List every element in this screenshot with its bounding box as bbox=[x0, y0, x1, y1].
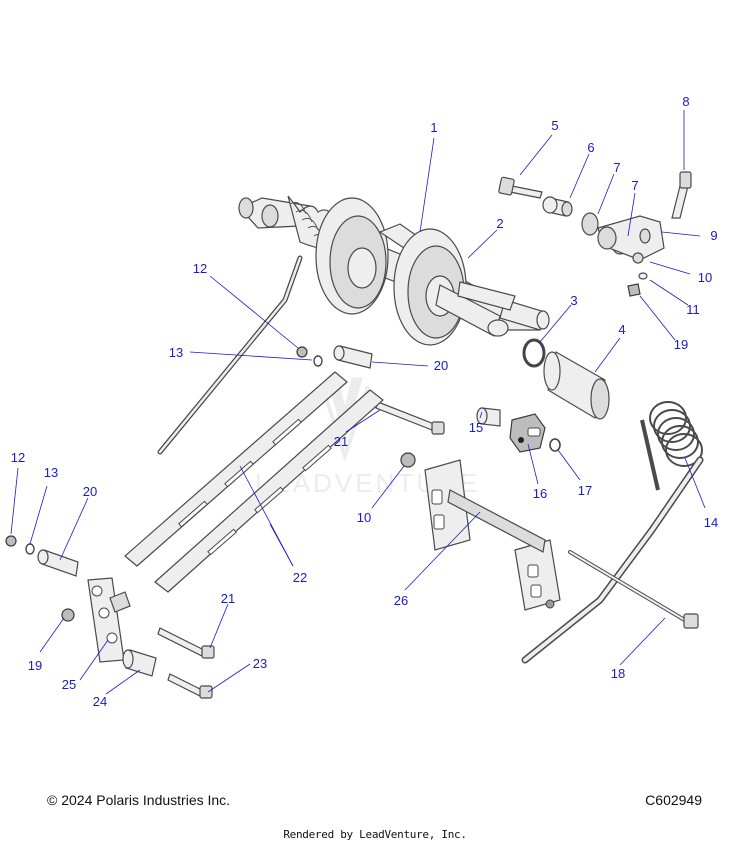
part-shapes bbox=[5, 171, 704, 699]
frame-26 bbox=[424, 459, 561, 611]
callout-17: 17 bbox=[578, 483, 592, 498]
callout-6: 6 bbox=[587, 140, 594, 155]
callout-26: 26 bbox=[394, 593, 408, 608]
spring-14 bbox=[521, 401, 704, 664]
callout-20-lower: 20 bbox=[83, 484, 97, 499]
bracket-16 bbox=[509, 413, 546, 453]
callout-3: 3 bbox=[570, 293, 577, 308]
callout-18: 18 bbox=[611, 666, 625, 681]
spacer-20-lower bbox=[37, 549, 79, 577]
bolt-23 bbox=[167, 673, 213, 699]
nut-19-lower bbox=[61, 608, 75, 622]
nut-10-upper bbox=[632, 252, 644, 264]
link-25 bbox=[87, 577, 131, 663]
callout-21-lower: 21 bbox=[221, 591, 235, 606]
nut-19-upper bbox=[627, 283, 641, 297]
spacer-6 bbox=[542, 196, 573, 217]
washer-11 bbox=[638, 272, 648, 280]
rendered-by-credit: Rendered by LeadVenture, Inc. bbox=[283, 828, 467, 841]
diagram-code: C602949 bbox=[645, 792, 702, 808]
pivot-block-9 bbox=[597, 215, 665, 261]
callout-22: 22 bbox=[293, 570, 307, 585]
callout-12-lower: 12 bbox=[11, 450, 25, 465]
callout-16: 16 bbox=[533, 486, 547, 501]
callout-12-upper: 12 bbox=[193, 261, 207, 276]
bushing-7a bbox=[581, 212, 599, 236]
callout-10-upper: 10 bbox=[698, 270, 712, 285]
callout-7b: 7 bbox=[631, 178, 638, 193]
callout-9: 9 bbox=[710, 228, 717, 243]
spacer-15 bbox=[476, 407, 501, 427]
axle-assembly bbox=[238, 195, 550, 346]
callout-labels: 1 2 3 4 5 6 7 7 8 9 10 11 19 12 13 20 21… bbox=[11, 94, 718, 709]
callout-20-upper: 20 bbox=[434, 358, 448, 373]
washer-13-lower bbox=[25, 543, 35, 555]
callout-23: 23 bbox=[253, 656, 267, 671]
nut-12-upper bbox=[296, 346, 308, 358]
rod-18 bbox=[568, 550, 699, 629]
callout-19-lower: 19 bbox=[28, 658, 42, 673]
callout-19-upper: 19 bbox=[674, 337, 688, 352]
copyright-notice: © 2024 Polaris Industries Inc. bbox=[47, 792, 231, 808]
spacer-24 bbox=[122, 649, 157, 677]
spacer-20-upper bbox=[333, 345, 373, 369]
nut-12-lower bbox=[5, 535, 17, 547]
bolt-21-lower bbox=[157, 627, 215, 659]
callout-10-middle: 10 bbox=[357, 510, 371, 525]
callout-21-upper: 21 bbox=[334, 434, 348, 449]
callout-1: 1 bbox=[430, 120, 437, 135]
callout-5: 5 bbox=[551, 118, 558, 133]
callout-15: 15 bbox=[469, 420, 483, 435]
callout-11: 11 bbox=[686, 302, 700, 317]
callout-13-lower: 13 bbox=[44, 465, 58, 480]
leader-lines bbox=[10, 110, 706, 695]
callout-8: 8 bbox=[682, 94, 689, 109]
ring-3 bbox=[522, 338, 546, 368]
link-arms-22 bbox=[124, 371, 384, 593]
callout-25: 25 bbox=[62, 677, 76, 692]
tube-4 bbox=[543, 351, 610, 420]
washer-13-upper bbox=[313, 355, 323, 367]
callout-13-upper: 13 bbox=[169, 345, 183, 360]
bolt-21-upper bbox=[375, 401, 445, 435]
bolt-8 bbox=[671, 171, 692, 219]
callout-14: 14 bbox=[704, 515, 718, 530]
bolt-5 bbox=[498, 176, 543, 199]
nut-10-middle bbox=[400, 452, 416, 468]
callout-2: 2 bbox=[496, 216, 503, 231]
callout-4: 4 bbox=[618, 322, 625, 337]
callout-7a: 7 bbox=[613, 160, 620, 175]
callout-24: 24 bbox=[93, 694, 107, 709]
ring-17 bbox=[549, 438, 561, 452]
